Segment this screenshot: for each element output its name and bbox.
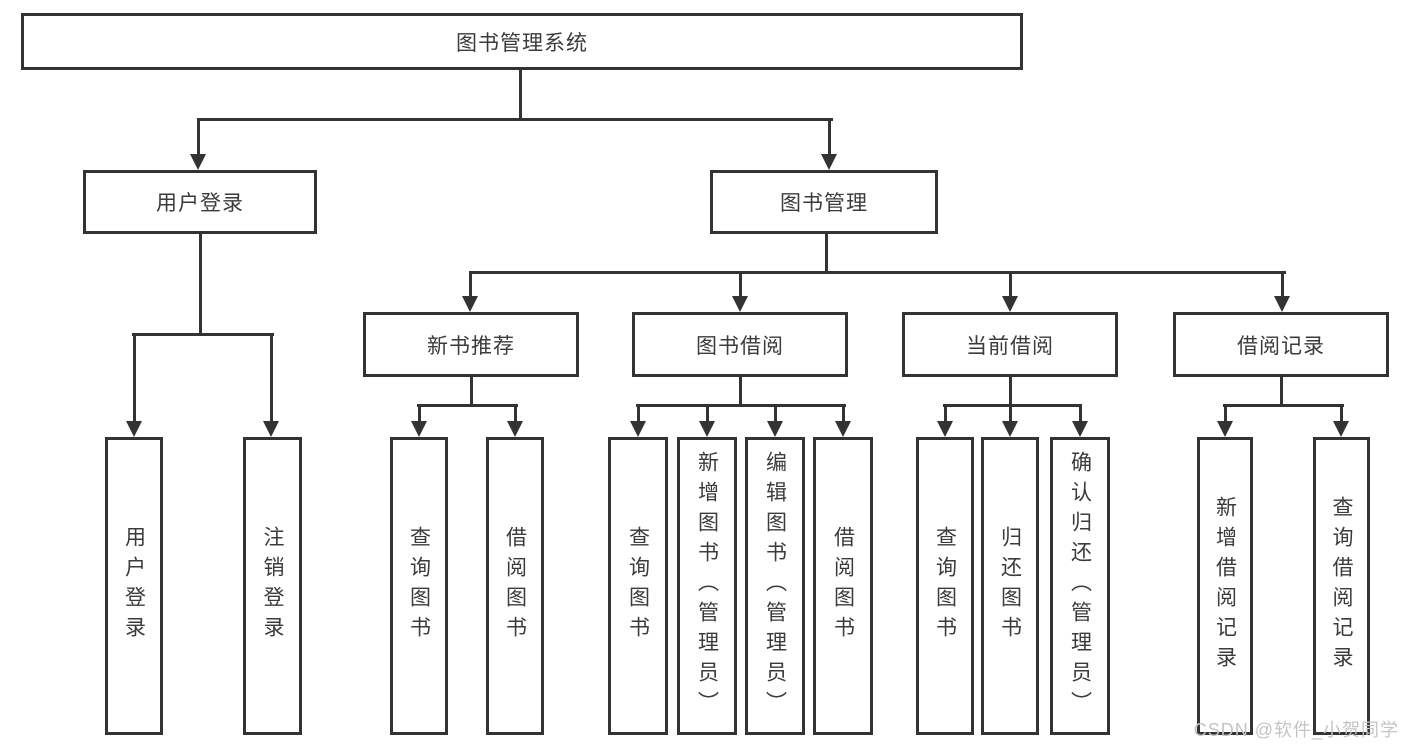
connector-group-trunk: [1280, 375, 1283, 406]
connector-stem: [828, 118, 831, 156]
arrow-down-icon: [630, 421, 646, 437]
leaf-confirm-return-admin: 确认归还（管理员）: [1050, 437, 1110, 735]
leaf-query-books: 查询图书: [390, 437, 448, 735]
connector-stem: [418, 404, 421, 423]
leaf-user-login: 用户登录: [105, 437, 163, 735]
csdn-watermark: CSDN @软件_小贺同学: [1193, 720, 1399, 740]
node-book-management: 图书管理: [710, 170, 938, 234]
connector-stem: [739, 271, 742, 298]
arrow-down-icon: [1217, 421, 1233, 437]
arrow-down-icon: [1002, 421, 1018, 437]
connector-stem: [774, 404, 777, 423]
connector-stem: [1224, 404, 1227, 423]
connector-stem: [270, 333, 273, 422]
connector-group-bar: [1223, 404, 1344, 407]
connector-stem: [133, 333, 136, 422]
connector-stem: [197, 118, 200, 156]
arrow-down-icon: [126, 421, 142, 437]
connector-stem: [1079, 404, 1082, 423]
arrow-down-icon: [507, 421, 523, 437]
node-book-borrowing: 图书借阅: [632, 312, 848, 377]
connector-root-bar: [197, 118, 833, 121]
arrow-down-icon: [462, 296, 478, 312]
arrow-down-icon: [263, 421, 279, 437]
connector-root-trunk: [519, 68, 522, 121]
leaf-query-borrow-record: 查询借阅记录: [1313, 437, 1370, 735]
connector-stem: [514, 404, 517, 423]
arrow-down-icon: [699, 421, 715, 437]
arrow-down-icon: [732, 296, 748, 312]
leaf-query-books: 查询图书: [608, 437, 668, 735]
connector-stem: [842, 404, 845, 423]
connector-book-mgmt-trunk: [825, 233, 828, 273]
leaf-query-books: 查询图书: [916, 437, 974, 735]
connector-book-mgmt-bar: [469, 271, 1286, 274]
leaf-edit-books-admin: 编辑图书（管理员）: [745, 437, 805, 735]
connector-user-login-trunk: [199, 233, 202, 335]
arrow-down-icon: [937, 421, 953, 437]
connector-stem: [469, 271, 472, 298]
node-current-borrowing: 当前借阅: [902, 312, 1118, 377]
connector-group-bar: [943, 404, 1082, 407]
connector-stem: [1009, 271, 1012, 298]
arrow-down-icon: [1274, 296, 1290, 312]
connector-stem: [706, 404, 709, 423]
connector-stem: [1340, 404, 1343, 423]
connector-group-trunk: [470, 375, 473, 406]
arrow-down-icon: [821, 154, 837, 170]
leaf-borrow-books: 借阅图书: [486, 437, 544, 735]
leaf-add-borrow-record: 新增借阅记录: [1197, 437, 1253, 735]
arrow-down-icon: [835, 421, 851, 437]
connector-stem: [944, 404, 947, 423]
connector-user-login-bar: [132, 333, 274, 336]
arrow-down-icon: [190, 154, 206, 170]
leaf-return-books: 归还图书: [981, 437, 1039, 735]
node-user-login: 用户登录: [83, 170, 317, 234]
leaf-add-books-admin: 新增图书（管理员）: [677, 437, 737, 735]
connector-stem: [1009, 404, 1012, 423]
node-borrowing-records: 借阅记录: [1173, 312, 1389, 377]
leaf-logout: 注销登录: [243, 437, 302, 735]
arrow-down-icon: [767, 421, 783, 437]
connector-group-bar: [636, 404, 846, 407]
arrow-down-icon: [1002, 296, 1018, 312]
connector-group-trunk: [739, 375, 742, 406]
node-library-management-system: 图书管理系统: [21, 13, 1023, 70]
connector-stem: [1281, 271, 1284, 298]
arrow-down-icon: [1333, 421, 1349, 437]
node-new-book-recommendation: 新书推荐: [363, 312, 579, 377]
arrow-down-icon: [411, 421, 427, 437]
connector-stem: [637, 404, 640, 423]
connector-group-bar: [417, 404, 518, 407]
connector-group-trunk: [1009, 375, 1012, 406]
arrow-down-icon: [1072, 421, 1088, 437]
leaf-borrow-books: 借阅图书: [813, 437, 873, 735]
